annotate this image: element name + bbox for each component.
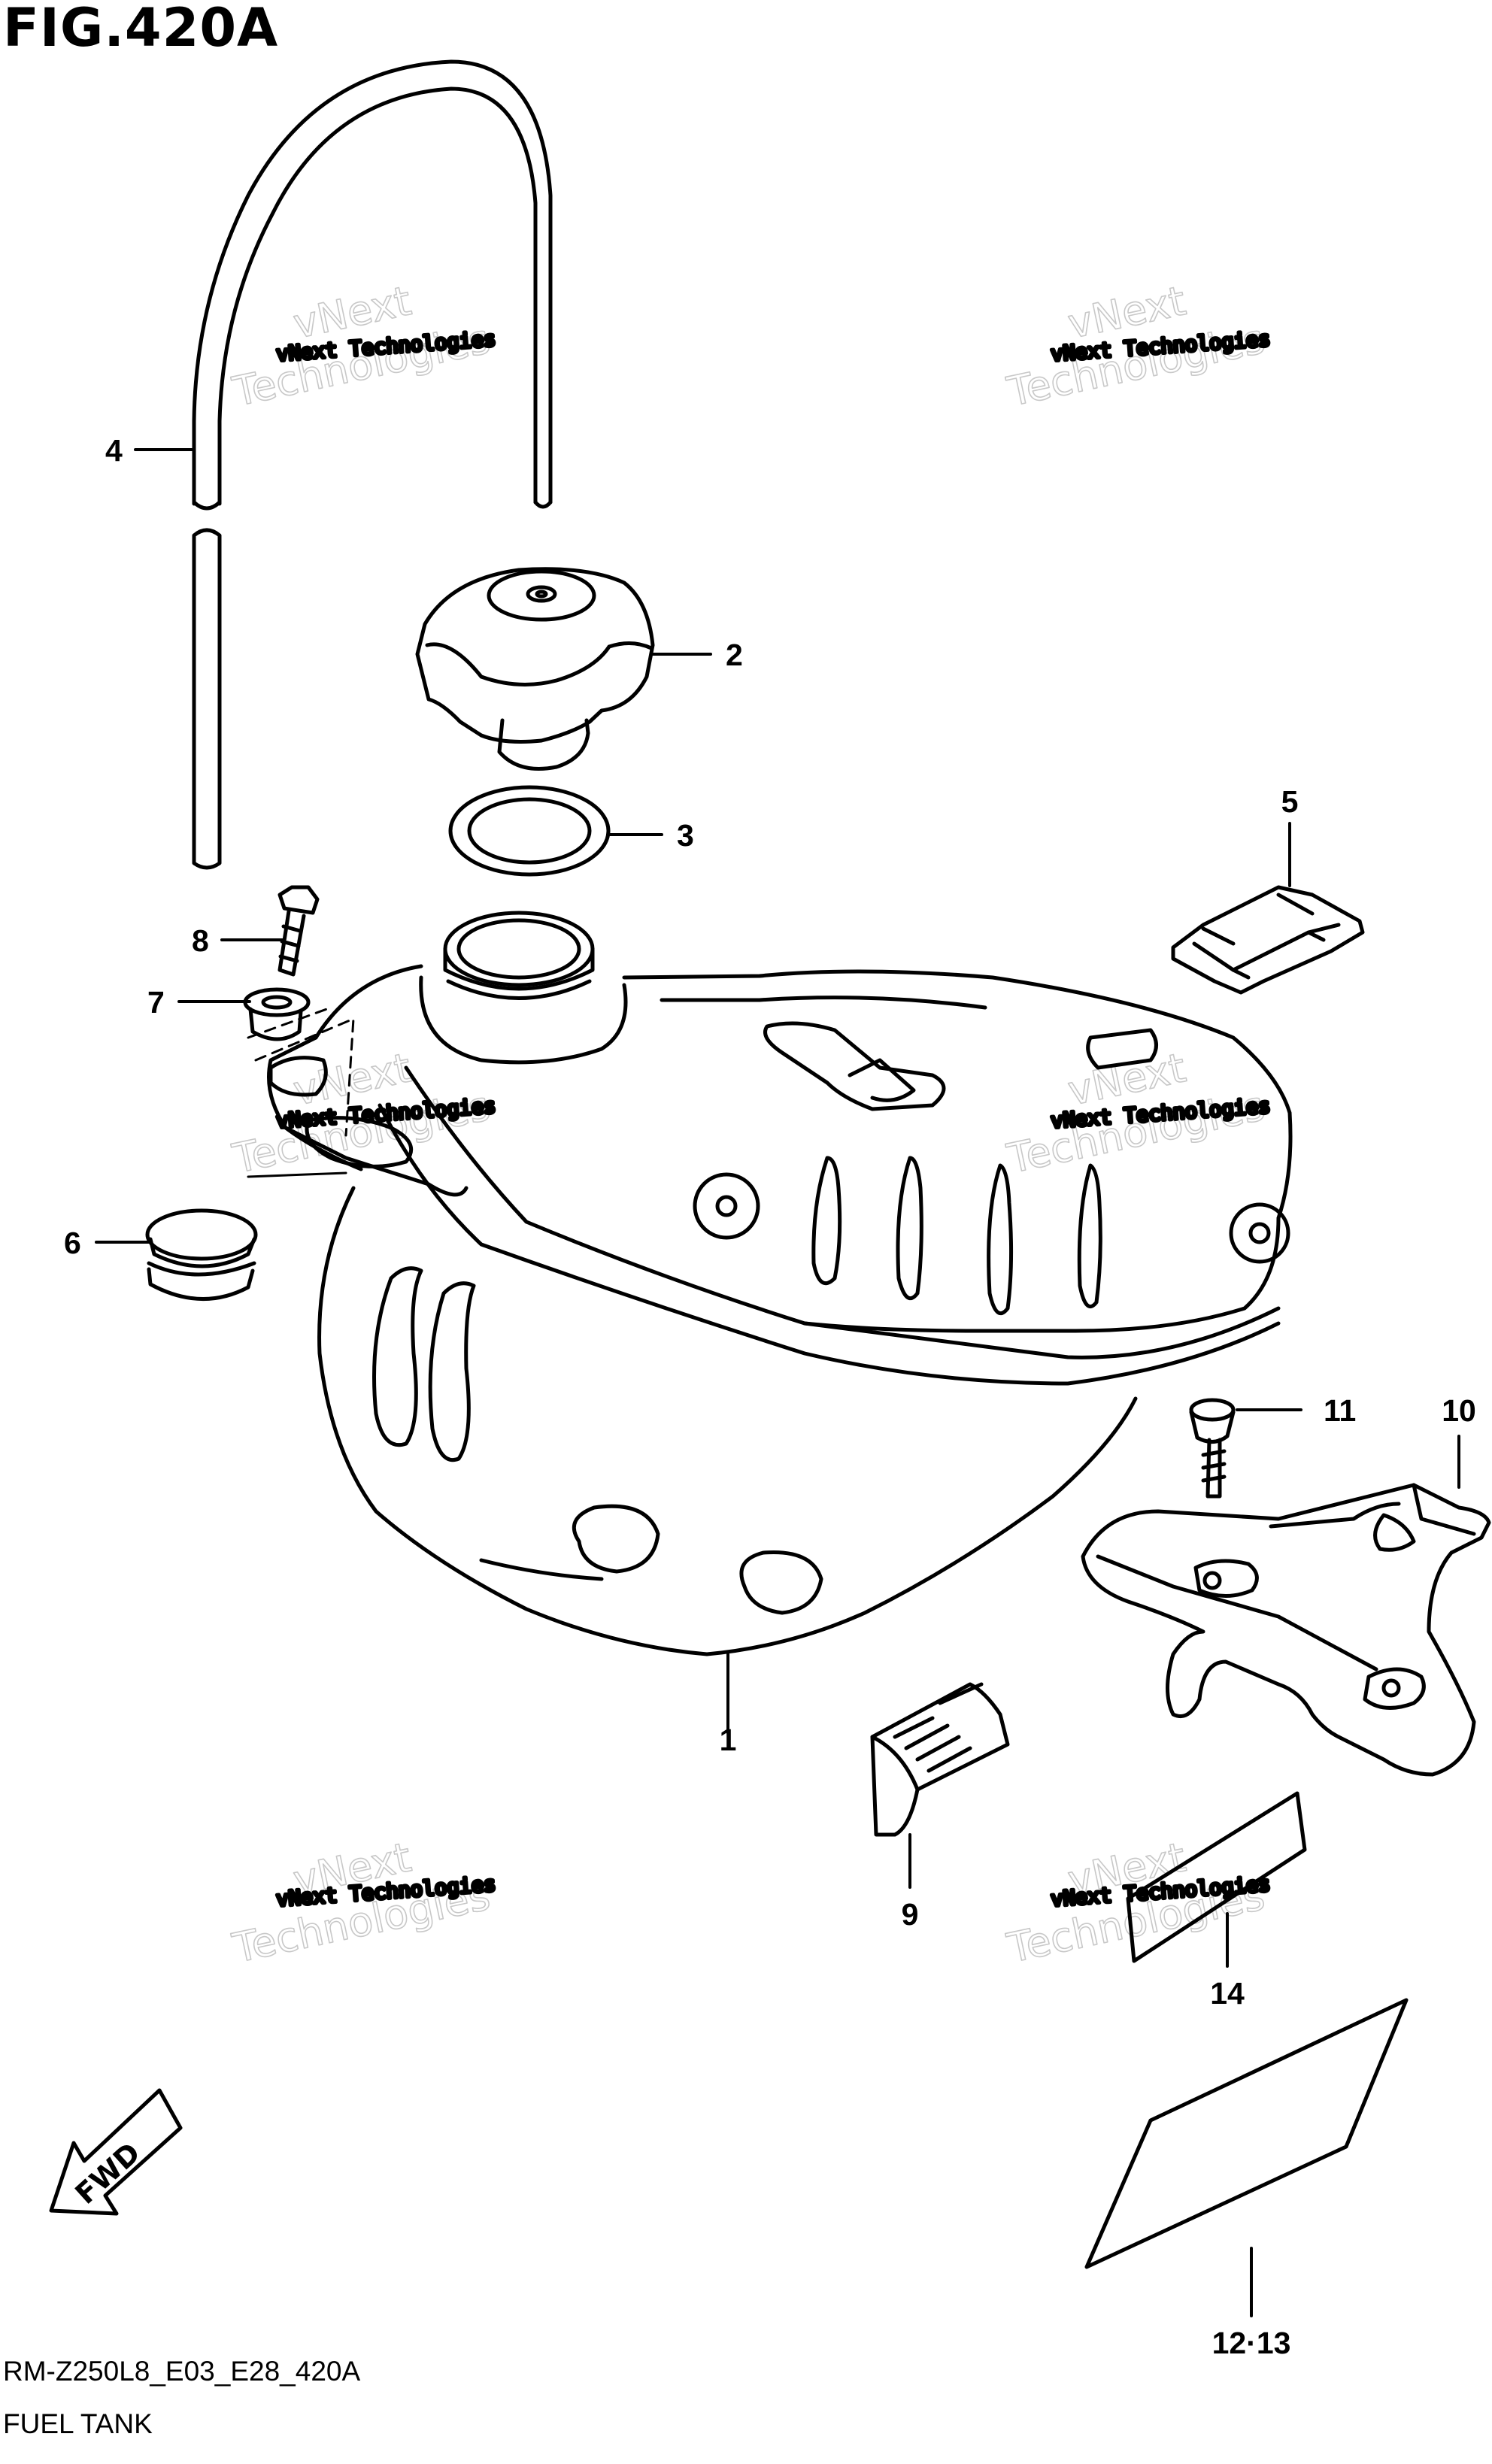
callout-11: 11 xyxy=(1324,1393,1356,1428)
callout-6: 6 xyxy=(64,1226,81,1260)
part-10-bracket xyxy=(1081,1483,1491,1777)
fwd-arrow-icon: FWD xyxy=(49,2088,183,2216)
callout-2: 2 xyxy=(726,638,743,672)
part-12-13-label xyxy=(1084,1998,1409,2269)
callout-10: 10 xyxy=(1442,1393,1476,1428)
watermark-bottom-left: vNext Technologies vNext Technologies xyxy=(228,1832,499,1972)
callout-5: 5 xyxy=(1281,784,1299,819)
part-14-label xyxy=(1126,1791,1307,1963)
part-1-fuel-tank xyxy=(267,911,1293,1656)
callout-14: 14 xyxy=(1210,1976,1245,2011)
part-5-strap xyxy=(1171,885,1365,995)
part-11-screw xyxy=(1189,1398,1236,1499)
watermark-bottom-right: vNext Technologies vNext Technologies xyxy=(1002,1832,1273,1972)
model-code: RM-Z250L8_E03_E28_420A xyxy=(3,2356,361,2387)
watermark-mid-right: vNext Technologies vNext Technologies xyxy=(1002,1043,1273,1183)
part-8-bolt xyxy=(277,885,320,977)
callout-4: 4 xyxy=(105,433,123,468)
part-7-collar xyxy=(243,987,311,1041)
callout-numbers: 1 2 3 4 5 6 7 8 9 10 11 12·13 14 xyxy=(64,433,1476,2360)
assembly-guide-lines xyxy=(247,1006,355,1178)
figure-title: FIG.420A xyxy=(3,0,279,59)
part-6-grommet xyxy=(145,1208,258,1301)
part-9-cushion xyxy=(870,1682,1010,1837)
figure-name: FUEL TANK xyxy=(3,2408,153,2439)
watermark-top-right: vNext Technologies vNext Technologies xyxy=(1002,276,1273,416)
leader-lines xyxy=(95,448,1460,2317)
callout-12-13: 12·13 xyxy=(1212,2326,1291,2360)
part-2-fuel-cap xyxy=(415,567,655,771)
callout-7: 7 xyxy=(147,985,165,1020)
callout-1: 1 xyxy=(720,1723,737,1757)
part-4-breather-hose xyxy=(192,59,553,870)
callout-3: 3 xyxy=(677,818,694,853)
watermark-top-left: vNext Technologies vNext Technologies xyxy=(228,276,499,416)
callout-8: 8 xyxy=(192,923,209,958)
part-3-gasket xyxy=(448,785,611,877)
callout-9: 9 xyxy=(902,1897,919,1932)
